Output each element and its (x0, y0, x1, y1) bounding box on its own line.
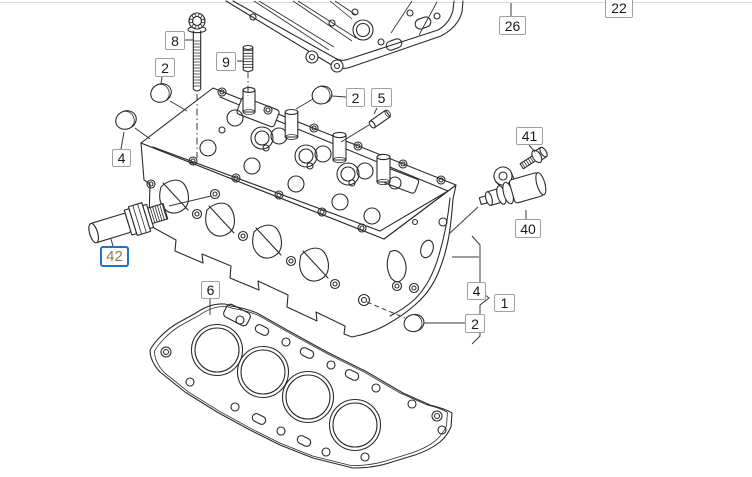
callout-cap-4-left[interactable]: 4 (112, 149, 131, 167)
dowel-pin-drawing (368, 109, 392, 129)
callout-plug-2-right[interactable]: 2 (465, 314, 485, 333)
callout-stud-9[interactable]: 9 (216, 52, 236, 71)
callout-group-4[interactable]: 4 (467, 282, 486, 300)
sealing-cap-4-left (113, 107, 140, 132)
callout-gasket-6[interactable]: 6 (201, 281, 220, 299)
sealing-plug-2-left (148, 80, 175, 105)
callout-pin-5[interactable]: 5 (371, 88, 392, 107)
callout-bolt-41[interactable]: 41 (516, 127, 543, 145)
callout-plug-2-mid[interactable]: 2 (346, 88, 365, 107)
cylinder-head-drawing (141, 88, 456, 337)
cam-tower-bosses (243, 88, 390, 185)
head-gasket-drawing (150, 303, 452, 468)
callout-cover-22[interactable]: 22 (605, 0, 633, 18)
oil-pressure-sensor-drawing[interactable] (85, 197, 169, 249)
sealing-plug-2-mid (310, 83, 335, 106)
sealing-plug-2-right (402, 312, 426, 334)
head-end-face (387, 198, 450, 316)
valve-cover-gasket-drawing (226, 1, 463, 72)
sensor-bolt-drawing (518, 145, 549, 172)
top-rule (0, 2, 752, 3)
callout-bolt-8[interactable]: 8 (165, 31, 185, 50)
callout-sensor-40[interactable]: 40 (515, 219, 541, 238)
head-bolt-drawing (188, 13, 206, 158)
stud-drawing (243, 46, 253, 97)
intake-ports (160, 180, 329, 281)
callout-gasket-26[interactable]: 26 (499, 16, 526, 35)
callout-plug-2-left[interactable]: 2 (155, 58, 175, 77)
camshaft-sensor-drawing (477, 167, 548, 213)
callout-head-1[interactable]: 1 (494, 294, 515, 312)
leader-lines (111, 3, 535, 323)
callout-sensor-42-selected[interactable]: 42 (100, 246, 129, 267)
group-bracket (472, 236, 489, 344)
